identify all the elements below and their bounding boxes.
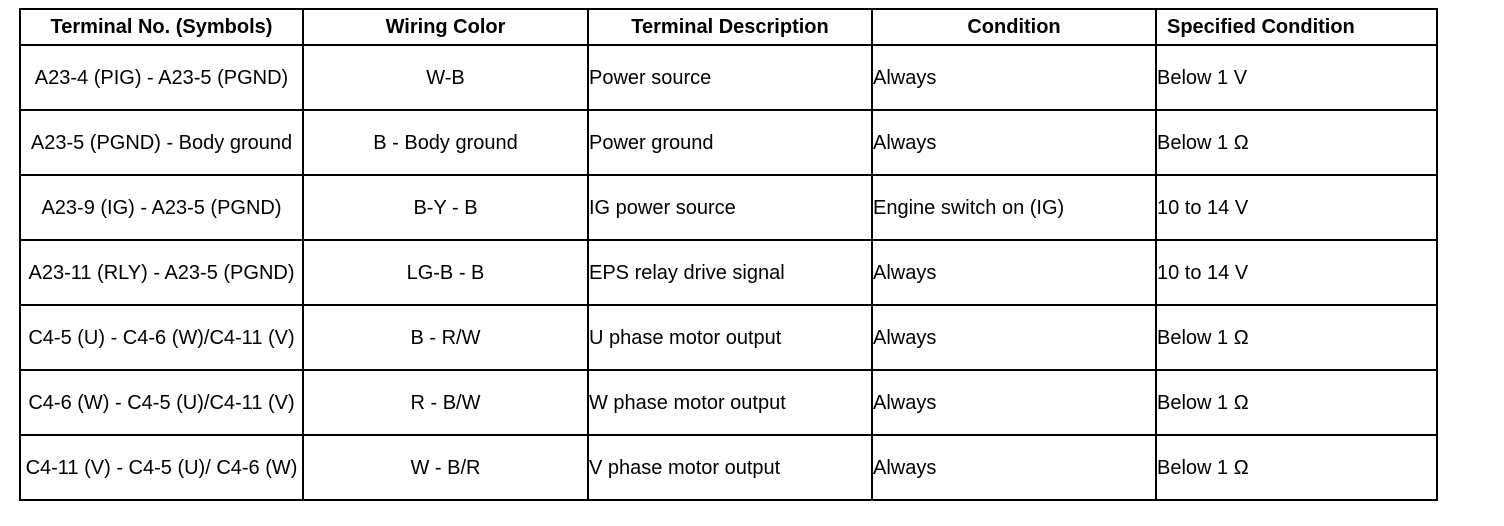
header-terminal-no: Terminal No. (Symbols) (19, 8, 304, 46)
cell-condition: Always (871, 44, 1157, 111)
header-row: Terminal No. (Symbols) Wiring Color Term… (19, 8, 1438, 46)
table-row: A23-4 (PIG) - A23-5 (PGND) W-B Power sou… (19, 44, 1438, 111)
cell-specified-condition: 10 to 14 V (1155, 239, 1438, 306)
table-body: A23-4 (PIG) - A23-5 (PGND) W-B Power sou… (19, 44, 1438, 501)
cell-wiring-color: LG-B - B (302, 239, 589, 306)
cell-wiring-color: B - Body ground (302, 109, 589, 176)
table-header: Terminal No. (Symbols) Wiring Color Term… (19, 8, 1438, 46)
table-row: A23-11 (RLY) - A23-5 (PGND) LG-B - B EPS… (19, 239, 1438, 306)
table-row: C4-11 (V) - C4-5 (U)/ C4-6 (W) W - B/R V… (19, 434, 1438, 501)
cell-condition: Engine switch on (IG) (871, 174, 1157, 241)
cell-condition: Always (871, 239, 1157, 306)
cell-specified-condition: 10 to 14 V (1155, 174, 1438, 241)
table-row: C4-5 (U) - C4-6 (W)/C4-11 (V) B - R/W U … (19, 304, 1438, 371)
cell-terminal: A23-9 (IG) - A23-5 (PGND) (19, 174, 304, 241)
cell-terminal: C4-6 (W) - C4-5 (U)/C4-11 (V) (19, 369, 304, 436)
cell-description: EPS relay drive signal (587, 239, 873, 306)
header-terminal-description: Terminal Description (587, 8, 873, 46)
cell-description: V phase motor output (587, 434, 873, 501)
cell-specified-condition: Below 1 V (1155, 44, 1438, 111)
cell-wiring-color: B-Y - B (302, 174, 589, 241)
cell-wiring-color: W - B/R (302, 434, 589, 501)
cell-specified-condition: Below 1 Ω (1155, 304, 1438, 371)
cell-specified-condition: Below 1 Ω (1155, 369, 1438, 436)
cell-wiring-color: W-B (302, 44, 589, 111)
table-row: A23-9 (IG) - A23-5 (PGND) B-Y - B IG pow… (19, 174, 1438, 241)
cell-terminal: C4-11 (V) - C4-5 (U)/ C4-6 (W) (19, 434, 304, 501)
cell-description: Power source (587, 44, 873, 111)
cell-terminal: A23-11 (RLY) - A23-5 (PGND) (19, 239, 304, 306)
cell-condition: Always (871, 369, 1157, 436)
cell-wiring-color: R - B/W (302, 369, 589, 436)
header-wiring-color: Wiring Color (302, 8, 589, 46)
cell-description: IG power source (587, 174, 873, 241)
cell-terminal: A23-5 (PGND) - Body ground (19, 109, 304, 176)
cell-condition: Always (871, 304, 1157, 371)
cell-description: W phase motor output (587, 369, 873, 436)
cell-terminal: A23-4 (PIG) - A23-5 (PGND) (19, 44, 304, 111)
table-row: C4-6 (W) - C4-5 (U)/C4-11 (V) R - B/W W … (19, 369, 1438, 436)
header-specified-condition: Specified Condition (1155, 8, 1438, 46)
table-row: A23-5 (PGND) - Body ground B - Body grou… (19, 109, 1438, 176)
terminal-spec-table: Terminal No. (Symbols) Wiring Color Term… (19, 8, 1438, 501)
cell-terminal: C4-5 (U) - C4-6 (W)/C4-11 (V) (19, 304, 304, 371)
cell-condition: Always (871, 109, 1157, 176)
cell-condition: Always (871, 434, 1157, 501)
cell-description: Power ground (587, 109, 873, 176)
cell-description: U phase motor output (587, 304, 873, 371)
cell-specified-condition: Below 1 Ω (1155, 109, 1438, 176)
cell-specified-condition: Below 1 Ω (1155, 434, 1438, 501)
header-condition: Condition (871, 8, 1157, 46)
cell-wiring-color: B - R/W (302, 304, 589, 371)
